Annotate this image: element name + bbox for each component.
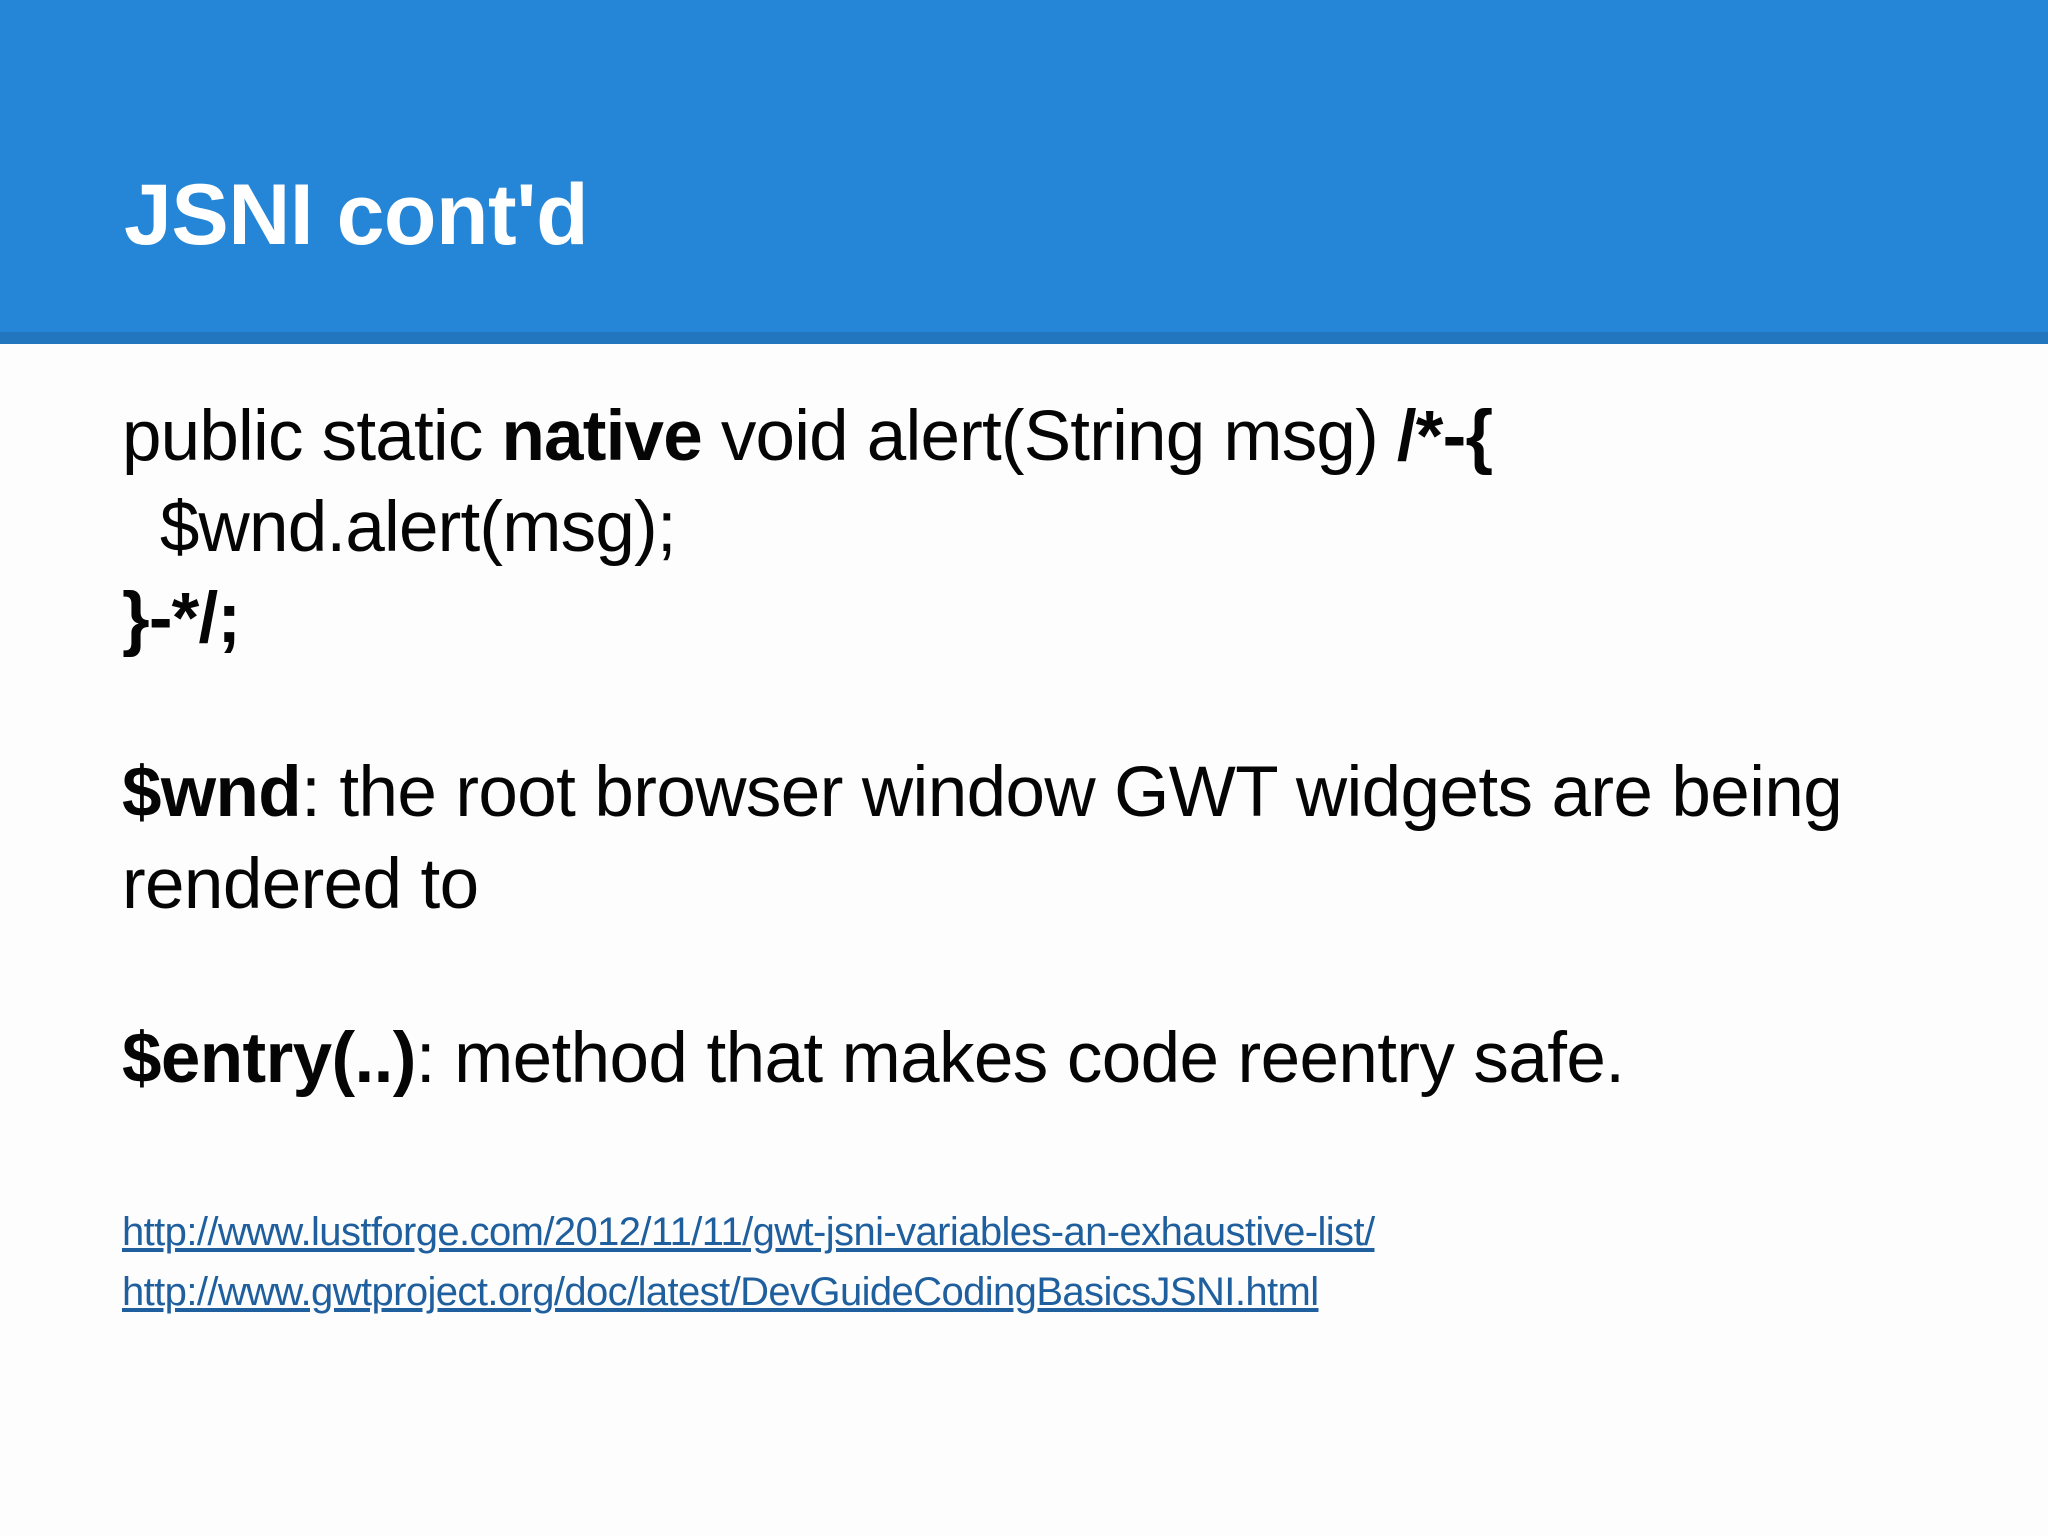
paragraph-wnd-description: : the root browser window GWT widgets ar… bbox=[122, 752, 1843, 924]
slide-body: public static native void alert(String m… bbox=[0, 344, 2048, 1536]
code-line-3: }-*/; bbox=[122, 574, 1928, 665]
paragraph-entry: $entry(..): method that makes code reent… bbox=[122, 1013, 1928, 1105]
link-gwtproject[interactable]: http://www.gwtproject.org/doc/latest/Dev… bbox=[122, 1270, 1319, 1315]
paragraph-wnd-term: $wnd bbox=[122, 752, 302, 832]
paragraph-entry-term: $entry(..) bbox=[122, 1019, 416, 1099]
code-line-2: $wnd.alert(msg); bbox=[122, 487, 677, 567]
reference-links: http://www.lustforge.com/2012/11/11/gwt-… bbox=[122, 1202, 1928, 1324]
code-block: public static native void alert(String m… bbox=[122, 392, 1928, 665]
code-keyword-native: native bbox=[501, 397, 702, 476]
code-jsni-close-delimiter: }-*/; bbox=[122, 578, 241, 658]
paragraph-entry-description: : method that makes code reentry safe. bbox=[415, 1019, 1625, 1099]
paragraph-wnd: $wnd: the root browser window GWT widget… bbox=[122, 747, 1928, 932]
code-line-1-part1: public static bbox=[122, 397, 502, 476]
link-lustforge[interactable]: http://www.lustforge.com/2012/11/11/gwt-… bbox=[122, 1209, 1375, 1254]
slide-header-banner: JSNI cont'd bbox=[0, 0, 2048, 332]
header-underline-divider bbox=[0, 332, 2048, 344]
code-jsni-open-delimiter: /*-{ bbox=[1396, 397, 1493, 476]
code-line-1: public static native void alert(String m… bbox=[122, 392, 1928, 483]
page-title: JSNI cont'd bbox=[124, 167, 589, 263]
code-line-1-part2: void alert(String msg) bbox=[701, 397, 1397, 476]
